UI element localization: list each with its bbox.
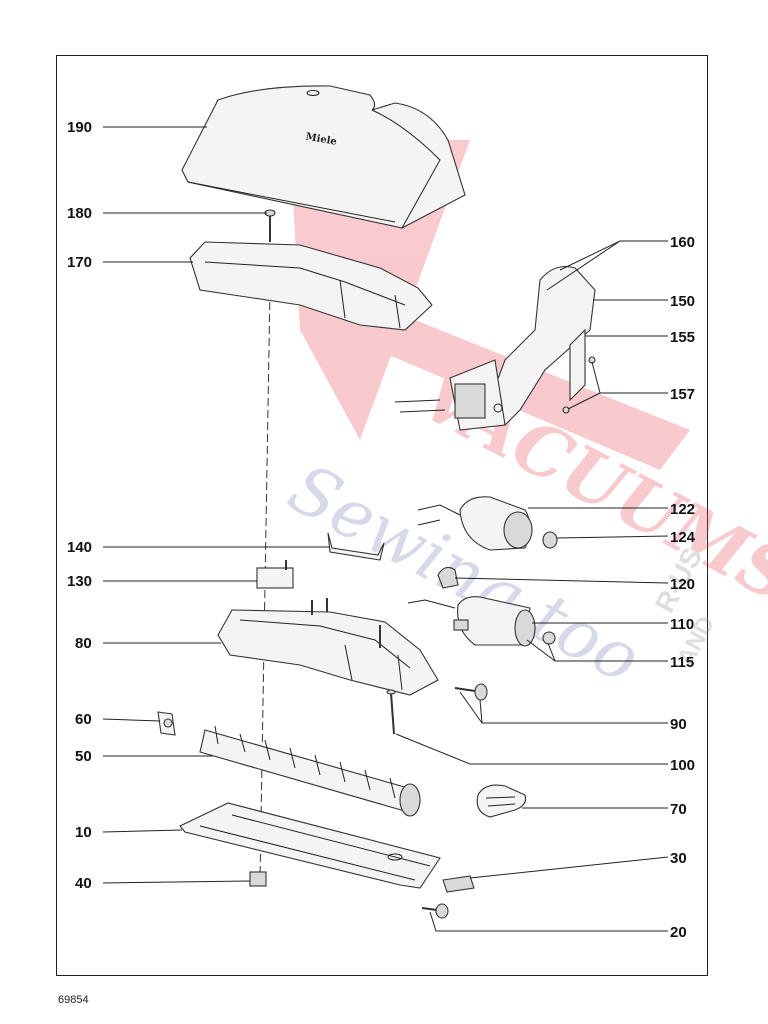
label-100: 100 xyxy=(670,757,695,774)
part-122-motor xyxy=(417,496,533,551)
part-50-brush-roller xyxy=(199,725,421,817)
label-115: 115 xyxy=(670,654,694,671)
label-150: 150 xyxy=(670,293,695,310)
label-20: 20 xyxy=(670,924,687,941)
part-100-long-screw xyxy=(386,689,396,735)
part-190-cover: Miele xyxy=(181,85,466,229)
label-155: 155 xyxy=(670,329,695,346)
label-122: 122 xyxy=(670,501,695,518)
label-120: 120 xyxy=(670,576,695,593)
label-10: 10 xyxy=(75,824,92,841)
label-50: 50 xyxy=(75,748,92,765)
part-124-pulley xyxy=(542,531,558,549)
label-30: 30 xyxy=(670,850,687,867)
label-130: 130 xyxy=(67,573,92,590)
label-124: 124 xyxy=(670,529,696,546)
part-30-bumper-strip xyxy=(442,875,475,893)
part-110-drive-motor xyxy=(407,596,536,647)
part-70-drive-belt xyxy=(476,784,527,818)
label-157: 157 xyxy=(670,386,695,403)
part-150-neck-joint xyxy=(394,265,596,431)
part-140-bracket xyxy=(327,532,385,561)
part-120-motor-mount xyxy=(437,566,459,589)
label-70: 70 xyxy=(670,801,687,818)
label-80: 80 xyxy=(75,635,92,652)
part-130-switch xyxy=(256,560,294,589)
part-170-upper-housing xyxy=(189,241,433,331)
label-160: 160 xyxy=(670,234,695,251)
label-90: 90 xyxy=(670,716,687,733)
label-180: 180 xyxy=(67,205,92,222)
part-80-base-housing xyxy=(217,598,439,696)
part-90-wheel xyxy=(454,683,488,701)
leader-lines xyxy=(102,126,669,932)
document-id: 69854 xyxy=(58,994,89,1006)
part-155-clip xyxy=(569,328,586,402)
part-10-sole-plate xyxy=(179,802,441,889)
part-157-screws xyxy=(562,356,596,414)
part-60-end-cap xyxy=(157,711,176,736)
label-40: 40 xyxy=(75,875,92,892)
part-180-screw xyxy=(264,209,276,242)
part-115-motor-gear xyxy=(542,631,556,645)
brand-logo-text: Miele xyxy=(305,132,338,148)
diagram-frame xyxy=(56,55,708,976)
part-40-foot-screw xyxy=(249,871,267,887)
part-labels: 190 180 170 160 150 155 157 122 124 140 … xyxy=(67,119,696,941)
label-60: 60 xyxy=(75,711,92,728)
label-170: 170 xyxy=(67,254,92,271)
label-190: 190 xyxy=(67,119,92,136)
part-20-small-roller xyxy=(421,903,449,919)
label-140: 140 xyxy=(67,539,92,556)
label-110: 110 xyxy=(670,616,694,633)
